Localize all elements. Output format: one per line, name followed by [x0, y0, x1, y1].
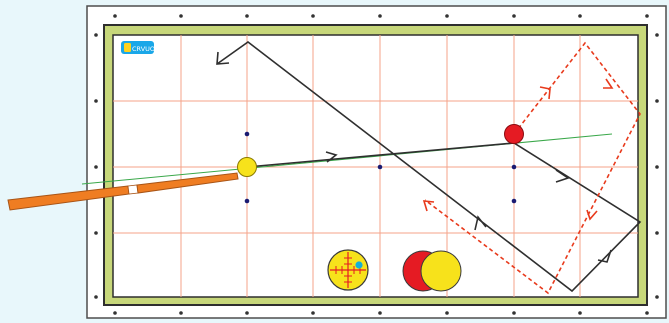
arrow-icon	[586, 209, 598, 221]
cue-stick-icon	[7, 172, 239, 211]
arrow-icon	[474, 215, 487, 231]
spot-marker	[244, 198, 250, 204]
cue-path-arrows	[216, 51, 612, 263]
rail-diamond	[655, 165, 659, 169]
table-cloth	[112, 34, 639, 298]
aim-line	[81, 133, 613, 185]
rail-diamond	[179, 311, 183, 315]
brand-logo: CRVUOS	[121, 41, 159, 54]
rail-diamond	[179, 14, 183, 18]
rail-diamond	[645, 311, 649, 315]
rail-diamond	[311, 14, 315, 18]
red-ball-icon	[504, 124, 524, 144]
ball-aim-reticle-icon	[327, 249, 369, 291]
object-ball-path	[424, 41, 641, 295]
rail-diamond	[578, 14, 582, 18]
arrow-icon	[597, 249, 612, 263]
rail-diamond	[113, 311, 117, 315]
frame-diamonds	[94, 14, 659, 315]
yellow-ball-icon	[237, 157, 257, 177]
ball-contact-overlap-icon	[402, 250, 462, 292]
rail-diamond	[378, 14, 382, 18]
arrow-icon	[539, 86, 551, 100]
rail-diamond	[113, 14, 117, 18]
spot-marker	[244, 131, 250, 137]
rail-diamond	[578, 311, 582, 315]
rail-diamond	[94, 165, 98, 169]
spot-markers	[244, 131, 517, 204]
arrow-icon	[422, 200, 435, 212]
rail-diamond	[655, 99, 659, 103]
arrow-icon	[603, 78, 614, 89]
spot-marker	[511, 164, 517, 170]
spot-marker	[511, 198, 517, 204]
rail-diamond	[645, 14, 649, 18]
rail-diamond	[94, 33, 98, 37]
rail-diamond	[445, 14, 449, 18]
arrow-icon	[325, 151, 338, 163]
object-path-arrows	[422, 78, 614, 221]
logo-text: CRVUOS	[132, 45, 159, 53]
cue-ball-path	[216, 41, 642, 293]
rail-diamond	[94, 295, 98, 299]
rail-diamond	[512, 14, 516, 18]
arrow-icon	[555, 169, 570, 183]
rail-diamond	[655, 295, 659, 299]
arrow-icon	[216, 51, 230, 65]
rail-diamond	[245, 311, 249, 315]
rail-diamond	[655, 231, 659, 235]
rail-diamond	[94, 231, 98, 235]
spot-marker	[377, 164, 383, 170]
rail-diamond	[655, 33, 659, 37]
hit-point-marker	[355, 261, 363, 269]
rail-diamond	[445, 311, 449, 315]
rail-diamond	[378, 311, 382, 315]
rail-diamond	[512, 311, 516, 315]
rail-diamond	[245, 14, 249, 18]
rail-diamond	[94, 99, 98, 103]
rail-diamond	[311, 311, 315, 315]
